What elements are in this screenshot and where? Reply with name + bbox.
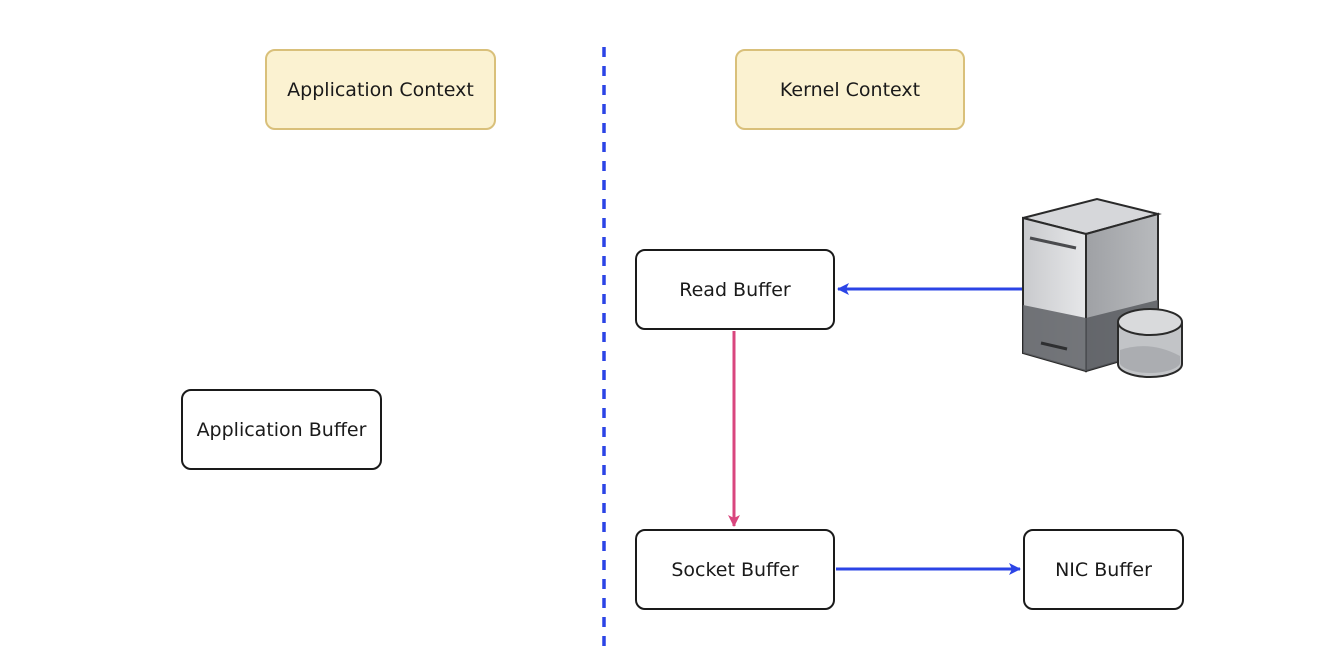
read-buffer-label: Read Buffer: [679, 278, 791, 301]
kernel-context-label: Kernel Context: [779, 78, 921, 101]
read-buffer-node: Read Buffer: [635, 249, 835, 330]
application-context-header: Application Context: [265, 49, 496, 130]
nic-buffer-node: NIC Buffer: [1023, 529, 1184, 610]
kernel-context-header: Kernel Context: [735, 49, 965, 130]
application-buffer-label: Application Buffer: [196, 418, 367, 441]
application-buffer-node: Application Buffer: [181, 389, 382, 470]
socket-buffer-label: Socket Buffer: [671, 558, 799, 581]
socket-buffer-node: Socket Buffer: [635, 529, 835, 610]
application-context-label: Application Context: [287, 78, 474, 101]
nic-buffer-label: NIC Buffer: [1055, 558, 1152, 581]
server-with-disk-icon: [1022, 197, 1183, 378]
